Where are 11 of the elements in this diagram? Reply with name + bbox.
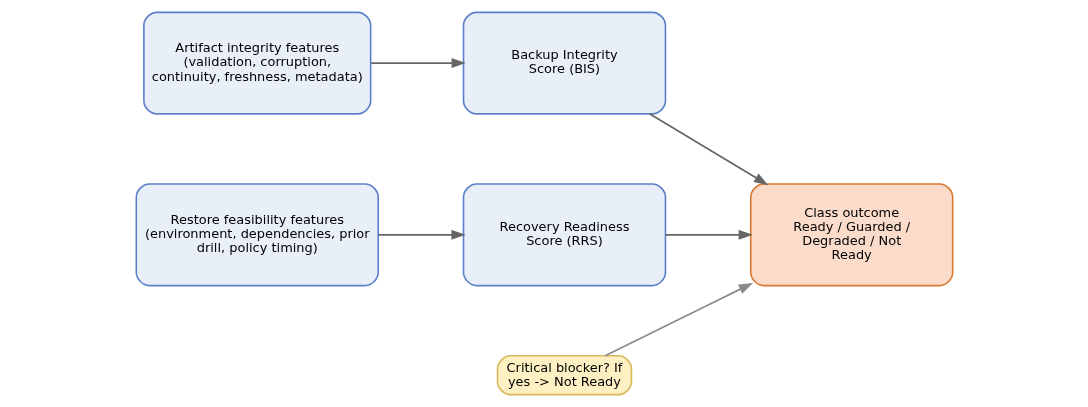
node-box: Artifact integrity features (validation, corruption, continuity, freshness, metadata) bbox=[142, 11, 371, 115]
node-box: Restore feasibility features (environment, dependencies, prior drill, policy timing) bbox=[135, 183, 379, 287]
arrow bbox=[377, 229, 466, 240]
arrow bbox=[648, 113, 768, 186]
node-box: Recovery Readiness Score (RRS) bbox=[462, 183, 666, 287]
arrow bbox=[603, 282, 753, 357]
node-box: Backup Integrity Score (BIS) bbox=[462, 11, 666, 115]
node-box: Critical blocker? If yes -> Not Ready bbox=[496, 354, 632, 396]
node-box: Class outcome Ready / Guarded / Degraded / Not Ready bbox=[749, 183, 953, 287]
arrow bbox=[369, 58, 466, 69]
arrow bbox=[664, 229, 753, 240]
